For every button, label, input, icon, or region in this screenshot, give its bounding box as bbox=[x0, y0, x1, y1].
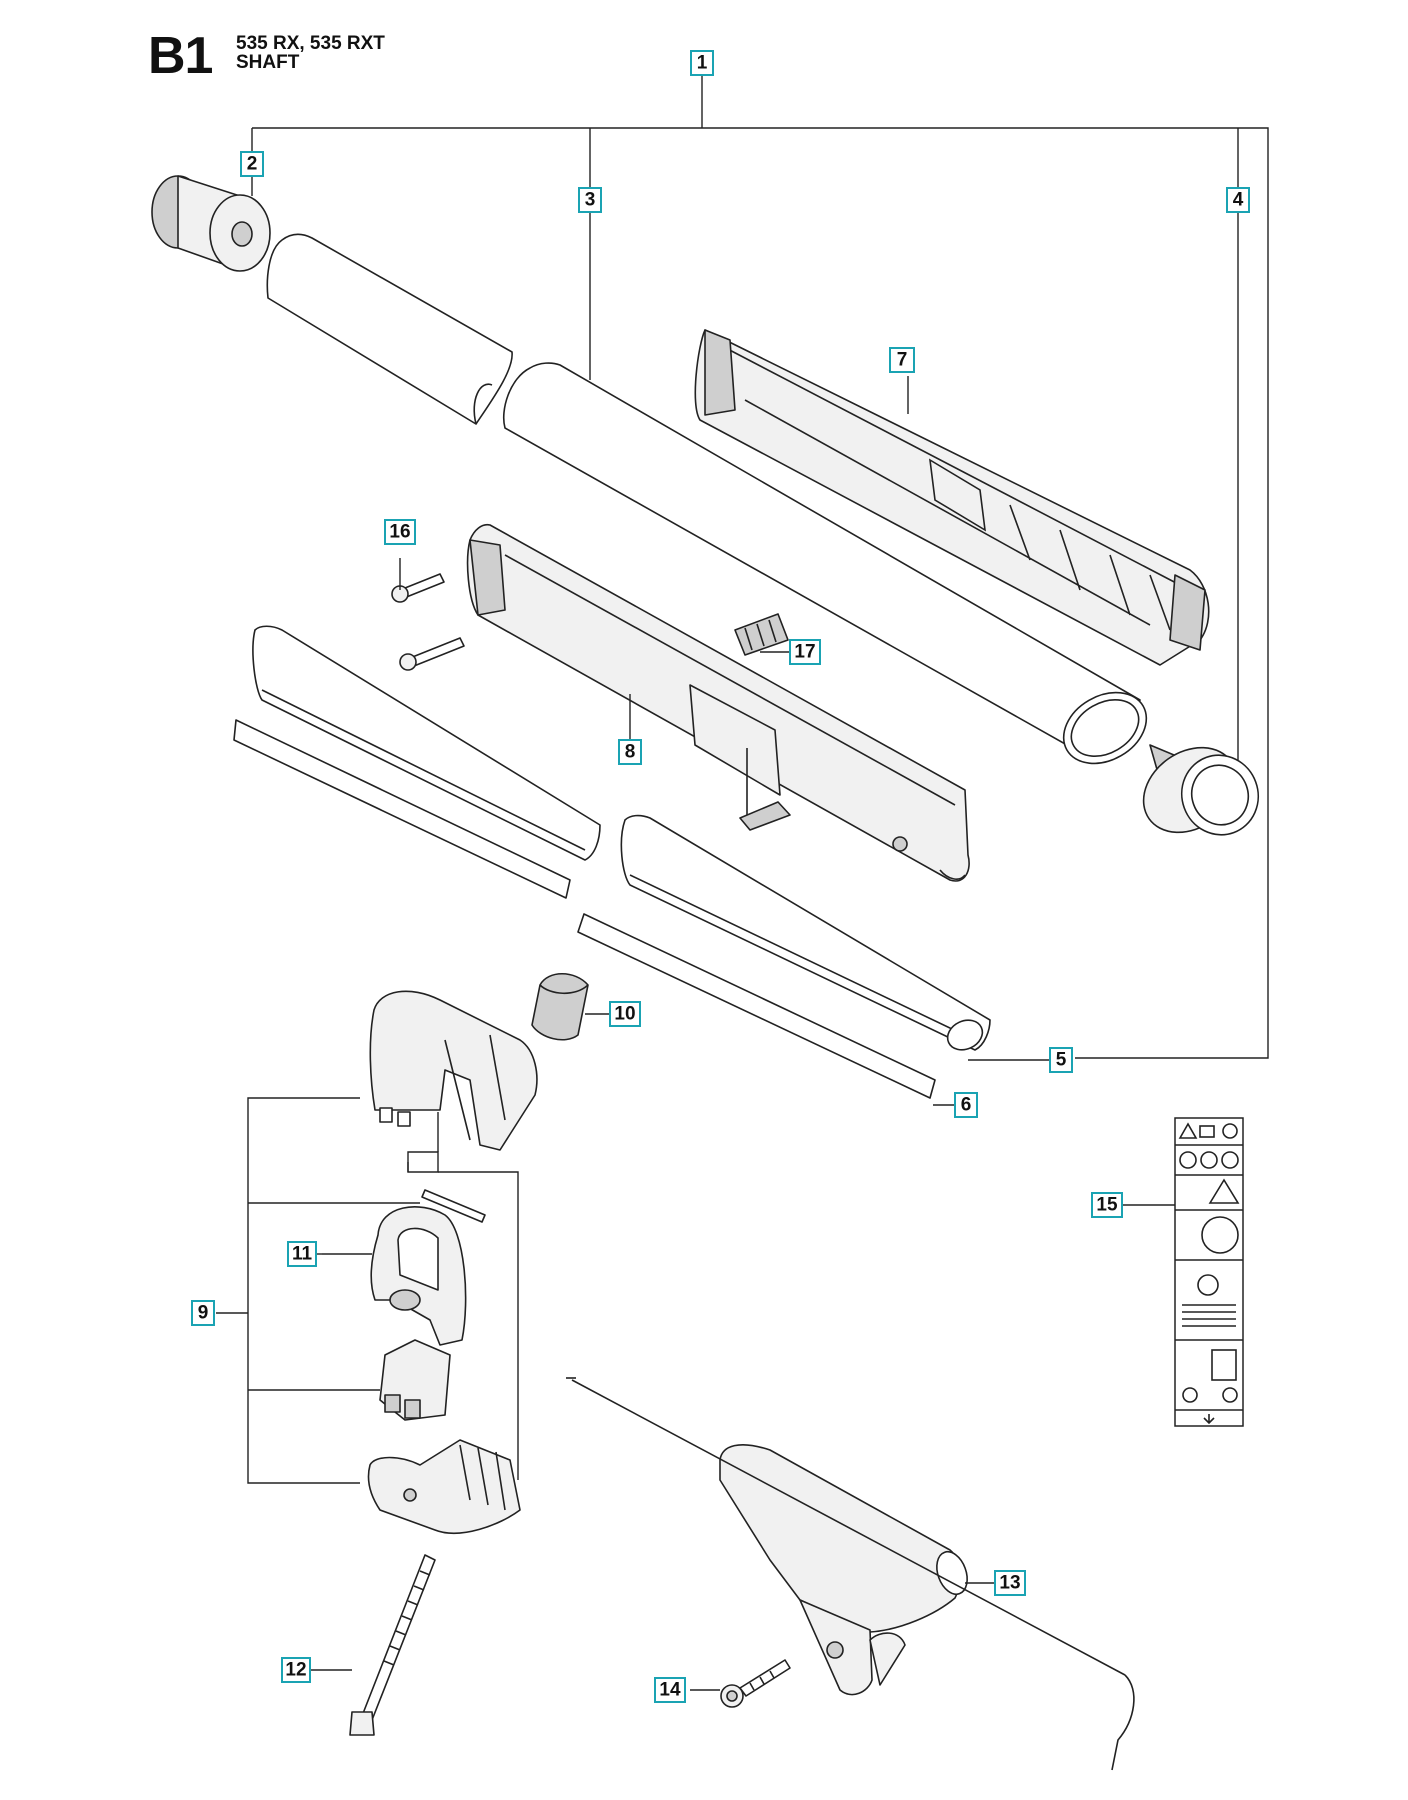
diagram-title: SHAFT bbox=[236, 52, 300, 73]
callout-4: 4 bbox=[1226, 187, 1250, 213]
svg-text:3: 3 bbox=[585, 190, 596, 211]
part-handle-base bbox=[367, 1439, 521, 1534]
callout-1: 1 bbox=[690, 50, 714, 76]
svg-text:6: 6 bbox=[961, 1095, 972, 1116]
svg-text:1: 1 bbox=[697, 53, 708, 74]
callout-13: 13 bbox=[994, 1570, 1026, 1596]
part-guard-bracket bbox=[566, 1377, 1135, 1771]
svg-text:13: 13 bbox=[999, 1573, 1020, 1594]
assembly-9-bracket bbox=[216, 1097, 519, 1484]
part-lower-tube-half bbox=[466, 523, 970, 882]
part-long-bolt bbox=[349, 1554, 436, 1736]
part-sleeve-insert bbox=[531, 972, 589, 1041]
callout-10: 10 bbox=[609, 1001, 641, 1027]
callout-11: 11 bbox=[287, 1241, 317, 1267]
part-clips bbox=[734, 613, 791, 831]
svg-text:16: 16 bbox=[389, 522, 410, 543]
svg-text:11: 11 bbox=[292, 1244, 313, 1265]
part-flange-screw bbox=[720, 1659, 791, 1708]
svg-text:10: 10 bbox=[614, 1004, 635, 1025]
part-upper-tube-half bbox=[694, 329, 1210, 666]
callout-6: 6 bbox=[954, 1092, 978, 1118]
part-grip-sleeve bbox=[266, 233, 513, 425]
section-code: B1 bbox=[148, 27, 213, 85]
callout-15: 15 bbox=[1091, 1192, 1123, 1218]
svg-text:17: 17 bbox=[794, 642, 815, 663]
callout-17: 17 bbox=[789, 639, 821, 665]
part-warning-decal bbox=[1174, 1117, 1244, 1427]
svg-text:15: 15 bbox=[1096, 1195, 1118, 1216]
svg-text:4: 4 bbox=[1233, 190, 1244, 211]
callout-5: 5 bbox=[1049, 1047, 1073, 1073]
svg-text:8: 8 bbox=[625, 742, 636, 763]
callout-2: 2 bbox=[240, 151, 264, 177]
callout-8: 8 bbox=[618, 739, 642, 765]
callout-7: 7 bbox=[889, 347, 915, 373]
callout-16: 16 bbox=[384, 519, 416, 545]
part-end-cap bbox=[1142, 744, 1260, 836]
part-loop-handle bbox=[370, 1206, 467, 1346]
callout-14: 14 bbox=[654, 1677, 686, 1703]
part-screws bbox=[391, 573, 465, 671]
model-names: 535 RX, 535 RXT bbox=[236, 33, 385, 54]
part-clamp-block bbox=[379, 1339, 451, 1421]
part-rubber-strip bbox=[407, 1112, 486, 1223]
part-shaft-tube bbox=[503, 362, 1148, 765]
svg-text:7: 7 bbox=[897, 350, 908, 371]
svg-text:9: 9 bbox=[198, 1303, 209, 1324]
part-square-rods bbox=[233, 719, 936, 1099]
callout-3: 3 bbox=[578, 187, 602, 213]
svg-text:5: 5 bbox=[1056, 1050, 1067, 1071]
svg-text:14: 14 bbox=[659, 1680, 681, 1701]
svg-text:2: 2 bbox=[247, 154, 258, 175]
svg-text:12: 12 bbox=[285, 1660, 306, 1681]
assembly-bracket-lines bbox=[251, 75, 1269, 1059]
part-handle-housing bbox=[369, 990, 538, 1151]
callout-12: 12 bbox=[281, 1657, 311, 1683]
callout-9: 9 bbox=[191, 1300, 215, 1326]
part-end-plug bbox=[151, 175, 271, 272]
part-channel-halves bbox=[252, 625, 991, 1051]
